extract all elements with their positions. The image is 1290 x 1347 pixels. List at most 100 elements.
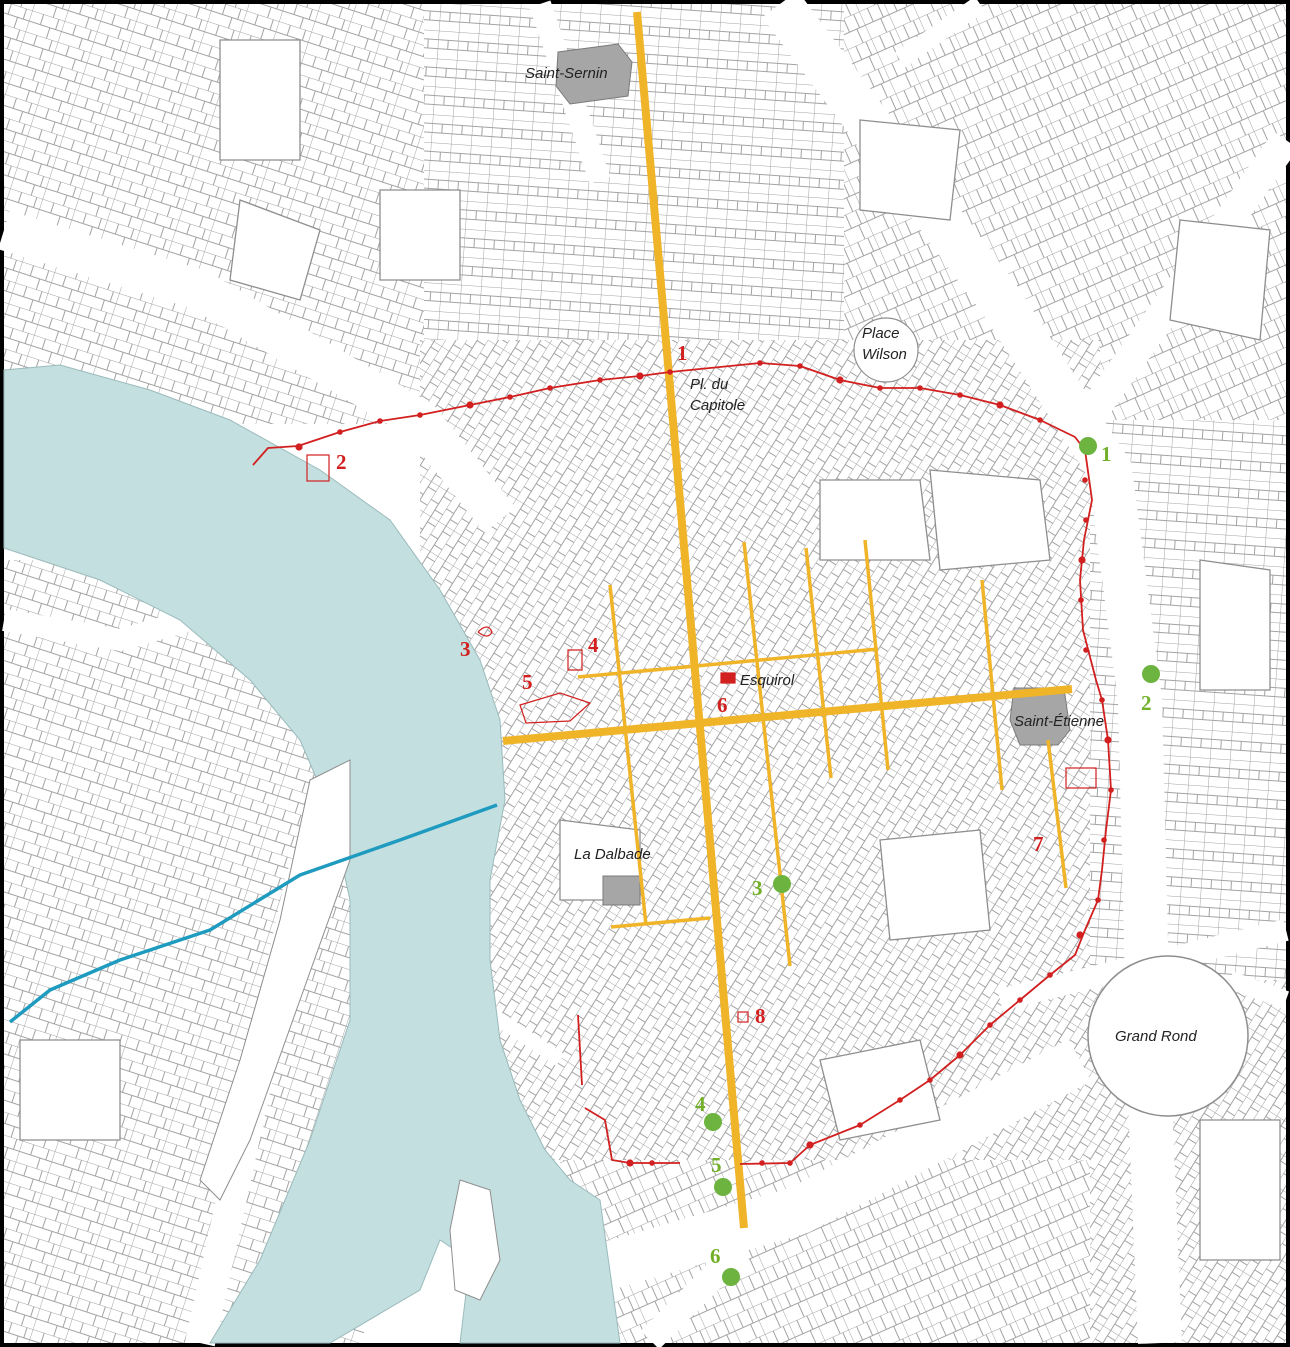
rampart-tower bbox=[649, 1160, 655, 1166]
rampart-tower bbox=[897, 1097, 903, 1103]
red-site-7-label: 7 bbox=[1033, 832, 1044, 856]
rampart-tower bbox=[1082, 477, 1088, 483]
rampart-tower bbox=[956, 1051, 964, 1059]
red-site-5-label: 5 bbox=[522, 670, 533, 694]
rampart-tower bbox=[996, 401, 1004, 409]
site-5-drawing bbox=[519, 692, 592, 724]
rampart-tower bbox=[377, 418, 383, 424]
label-capitole-line1: Pl. du bbox=[690, 376, 729, 393]
red-site-8-label: 8 bbox=[755, 1004, 766, 1028]
grand-rond-circle bbox=[1087, 955, 1249, 1117]
rampart-tower bbox=[1037, 417, 1043, 423]
label-saint-sernin: Saint-Sernin bbox=[525, 65, 608, 82]
red-site-1-label: 1 bbox=[677, 341, 688, 365]
secondary-street bbox=[610, 916, 711, 929]
rampart-tower bbox=[667, 369, 673, 375]
secondary-street bbox=[577, 647, 879, 679]
green-site-3-label: 3 bbox=[752, 876, 763, 900]
rampart-tower bbox=[1083, 647, 1089, 653]
rampart-tower bbox=[1076, 931, 1084, 939]
rampart-tower bbox=[626, 1159, 634, 1167]
secondary-street bbox=[804, 547, 833, 779]
roman-rampart bbox=[252, 360, 1114, 1167]
site-2-drawing bbox=[306, 454, 330, 482]
rampart-tower bbox=[1101, 837, 1107, 843]
rampart-tower bbox=[547, 385, 553, 391]
secondary-street bbox=[742, 541, 792, 967]
green-site-6-dot bbox=[722, 1268, 740, 1286]
roman-street-grid bbox=[502, 11, 1073, 1229]
esquirol-drawing bbox=[720, 672, 736, 684]
cardo-maximus bbox=[633, 11, 748, 1229]
rampart-tower bbox=[917, 385, 923, 391]
red-site-drawings bbox=[306, 454, 1097, 1023]
green-sites bbox=[704, 437, 1160, 1286]
green-site-5-label: 5 bbox=[711, 1153, 722, 1177]
green-site-6-label: 6 bbox=[710, 1244, 721, 1268]
rampart-tower bbox=[295, 443, 303, 451]
rampart-tower bbox=[877, 385, 883, 391]
green-site-1-label: 1 bbox=[1101, 442, 1112, 466]
label-la-dalbade: La Dalbade bbox=[574, 846, 651, 863]
blue-line bbox=[8, 803, 498, 1024]
green-site-1-dot bbox=[1079, 437, 1097, 455]
green-site-3-dot bbox=[773, 875, 791, 893]
green-site-4-dot bbox=[704, 1113, 722, 1131]
red-site-4-label: 4 bbox=[588, 633, 599, 657]
rampart-tower bbox=[417, 412, 423, 418]
saint-sernin-building bbox=[555, 43, 633, 105]
green-site-2-label: 2 bbox=[1141, 691, 1152, 715]
green-site-2-dot bbox=[1142, 665, 1160, 683]
secondary-street bbox=[1046, 739, 1068, 889]
rampart-tower bbox=[636, 372, 644, 380]
rampart-tower bbox=[1099, 697, 1105, 703]
rampart-tower bbox=[987, 1022, 993, 1028]
label-place-wilson-line1: Place bbox=[862, 325, 900, 342]
label-place-wilson-line2: Wilson bbox=[862, 346, 907, 363]
rampart-tower bbox=[597, 377, 603, 383]
rampart-tower bbox=[466, 401, 474, 409]
secondary-street bbox=[608, 584, 648, 926]
rampart-tower bbox=[1083, 517, 1089, 523]
rampart-tower bbox=[1078, 597, 1084, 603]
rampart-tower bbox=[1104, 736, 1112, 744]
label-grand-rond: Grand Rond bbox=[1115, 1028, 1197, 1045]
la-dalbade-building bbox=[602, 875, 641, 906]
label-saint-etienne: Saint-Étienne bbox=[1014, 713, 1104, 730]
rampart-tower bbox=[1017, 997, 1023, 1003]
rampart-tower bbox=[1095, 897, 1101, 903]
site-3-drawing bbox=[477, 626, 493, 637]
landmarks bbox=[555, 43, 1071, 906]
rampart-tower bbox=[1108, 787, 1114, 793]
rampart-towers bbox=[295, 360, 1114, 1167]
site-4-drawing bbox=[567, 649, 583, 671]
rampart-south-path bbox=[584, 1107, 680, 1164]
red-site-2-label: 2 bbox=[336, 450, 347, 474]
city-blocks bbox=[19, 39, 1281, 1261]
rampart-tower bbox=[787, 1160, 793, 1166]
rampart-tower bbox=[757, 360, 763, 366]
site-8-drawing bbox=[737, 1011, 749, 1023]
rampart-tower bbox=[857, 1122, 863, 1128]
rampart-tower bbox=[507, 394, 513, 400]
rampart-tower bbox=[1078, 556, 1086, 564]
rampart-north-path bbox=[252, 362, 1112, 1165]
rampart-tower bbox=[1047, 972, 1053, 978]
green-site-4-label: 4 bbox=[695, 1092, 706, 1116]
river-island-south bbox=[449, 1179, 501, 1301]
rampart-tower bbox=[836, 376, 844, 384]
decumanus-maximus bbox=[502, 685, 1073, 745]
rampart-tower bbox=[927, 1077, 933, 1083]
red-site-3-label: 3 bbox=[460, 637, 471, 661]
site-7-drawing bbox=[1065, 767, 1097, 789]
rampart-river-segment bbox=[577, 1014, 583, 1086]
rampart-tower bbox=[797, 363, 803, 369]
place-wilson-square bbox=[853, 317, 919, 383]
rampart-tower bbox=[957, 392, 963, 398]
secondary-street bbox=[980, 579, 1004, 791]
secondary-street bbox=[863, 539, 890, 771]
label-esquirol: Esquirol bbox=[740, 672, 795, 689]
red-site-6-label: 6 bbox=[717, 693, 728, 717]
